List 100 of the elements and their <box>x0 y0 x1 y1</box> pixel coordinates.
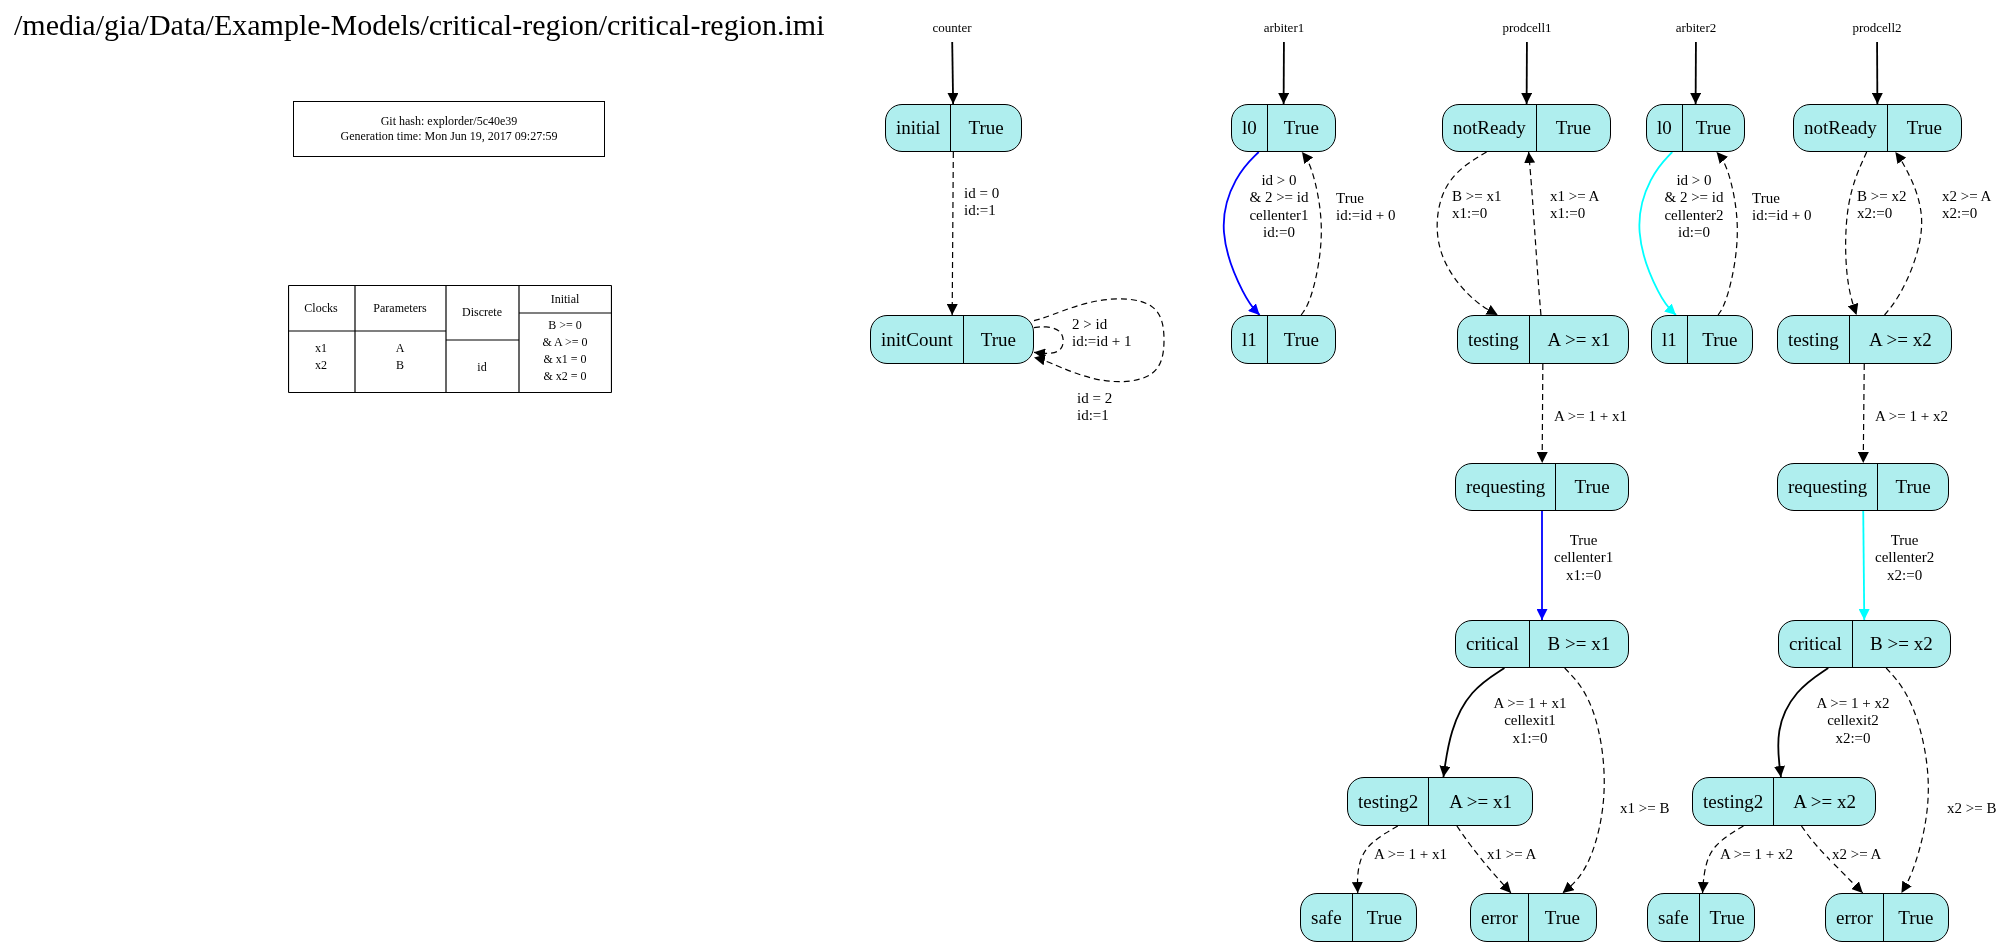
state-invariant: True <box>1351 894 1416 941</box>
state-node <box>1470 893 1597 942</box>
transition-arrow <box>1638 151 1677 316</box>
state-node <box>1231 315 1336 364</box>
state-node <box>1300 893 1417 942</box>
state-name: notReady <box>1452 116 1527 140</box>
transition-arrow <box>1436 151 1499 316</box>
state-node <box>1777 315 1952 364</box>
transition-arrow <box>1300 151 1322 316</box>
state-invariant: True <box>1555 464 1628 510</box>
table-value: x2 <box>315 357 327 373</box>
table-value: id <box>477 359 487 375</box>
state-invariant: True <box>1686 316 1752 363</box>
state-invariant: B >= x1 <box>1528 621 1628 667</box>
state-node <box>1646 104 1745 152</box>
automaton-name: arbiter1 <box>1263 20 1305 36</box>
state-node <box>1647 893 1755 942</box>
state-name: testing2 <box>1702 789 1765 814</box>
table-header: Parameters <box>373 300 427 316</box>
state-node <box>1455 620 1629 668</box>
transition-arrow <box>1883 151 1923 316</box>
table-value: x1 <box>315 340 327 356</box>
transition-arrow <box>1456 825 1512 894</box>
state-name: safe <box>1310 905 1343 930</box>
transition-arrow <box>1800 825 1864 894</box>
transition-arrow <box>1857 363 1869 464</box>
transition-arrow <box>1562 667 1605 894</box>
table-header: Initial <box>550 291 580 307</box>
transition-arrow <box>1858 510 1870 621</box>
state-name: testing2 <box>1357 789 1420 814</box>
transition-arrow <box>1774 667 1830 778</box>
table-value: & x1 = 0 <box>543 351 587 367</box>
transition-arrow <box>1033 298 1165 383</box>
state-node <box>1777 463 1949 511</box>
diagram-title: /media/gia/Data/Example-Models/critical-region/critical-region.imi <box>14 8 825 42</box>
state-invariant: B >= x2 <box>1851 621 1950 667</box>
table-value: & x2 = 0 <box>543 368 587 384</box>
table-value: B <box>396 357 404 373</box>
info-box <box>293 101 605 157</box>
state-invariant: True <box>1535 105 1610 151</box>
state-node <box>1692 777 1876 826</box>
transition-arrow <box>1871 41 1883 105</box>
state-name: l1 <box>1241 327 1258 352</box>
transition-arrow <box>1716 151 1738 316</box>
table-header: Clocks <box>304 300 338 316</box>
transition-arrow <box>1845 151 1868 316</box>
state-invariant: A >= x1 <box>1528 316 1628 363</box>
state-node <box>1231 104 1336 152</box>
transition-arrow <box>1521 41 1533 105</box>
state-name: error <box>1835 905 1874 930</box>
transition-arrow <box>1278 41 1290 105</box>
state-invariant: True <box>1266 105 1335 151</box>
state-invariant: True <box>1681 105 1744 151</box>
info-text: Generation time: Mon Jun 19, 2017 09:27:59 <box>340 129 558 144</box>
state-invariant: True <box>1882 894 1948 941</box>
transition-arrow <box>1524 151 1542 316</box>
state-name: safe <box>1657 905 1690 930</box>
state-node <box>885 104 1022 152</box>
state-node <box>870 315 1034 364</box>
state-name: critical <box>1788 632 1843 656</box>
automaton-name: counter <box>932 20 972 36</box>
state-name: notReady <box>1803 116 1878 140</box>
state-invariant: A >= x2 <box>1773 778 1875 825</box>
automaton-name: prodcell1 <box>1502 20 1552 36</box>
automaton-name: arbiter2 <box>1675 20 1717 36</box>
table-value: & A >= 0 <box>542 334 588 350</box>
state-name: testing <box>1467 327 1520 352</box>
table-value: B >= 0 <box>548 317 582 333</box>
transition-arrow <box>947 41 959 105</box>
state-name: l0 <box>1656 116 1673 140</box>
state-invariant: True <box>962 316 1033 363</box>
transition-arrow <box>1222 151 1261 316</box>
transition-arrow <box>1536 510 1548 621</box>
state-invariant: A >= x2 <box>1848 316 1951 363</box>
state-node <box>1455 463 1629 511</box>
state-name: initial <box>895 116 942 140</box>
state-node <box>1825 893 1949 942</box>
transition-arrow <box>1536 363 1548 464</box>
state-invariant: True <box>1877 464 1948 510</box>
transition-arrow <box>1351 825 1399 894</box>
table-header: Discrete <box>462 304 502 320</box>
state-node <box>1778 620 1951 668</box>
state-invariant: True <box>1266 316 1335 363</box>
state-name: requesting <box>1787 475 1869 499</box>
transition-arrow <box>1697 825 1745 894</box>
info-text: Git hash: explorder/5c40e39 <box>380 114 518 129</box>
state-name: initCount <box>880 327 954 352</box>
state-name: l0 <box>1241 116 1258 140</box>
state-node <box>1651 315 1753 364</box>
state-name: error <box>1480 905 1519 930</box>
state-invariant: True <box>950 105 1021 151</box>
state-invariant: True <box>1886 105 1961 151</box>
transition-arrow <box>946 151 958 316</box>
transition-arrow <box>1885 667 1929 894</box>
state-node <box>1347 777 1533 826</box>
table-value: A <box>395 340 405 356</box>
transition-arrow <box>1690 41 1702 105</box>
state-name: critical <box>1465 632 1520 656</box>
state-node <box>1442 104 1611 152</box>
state-node <box>1793 104 1962 152</box>
